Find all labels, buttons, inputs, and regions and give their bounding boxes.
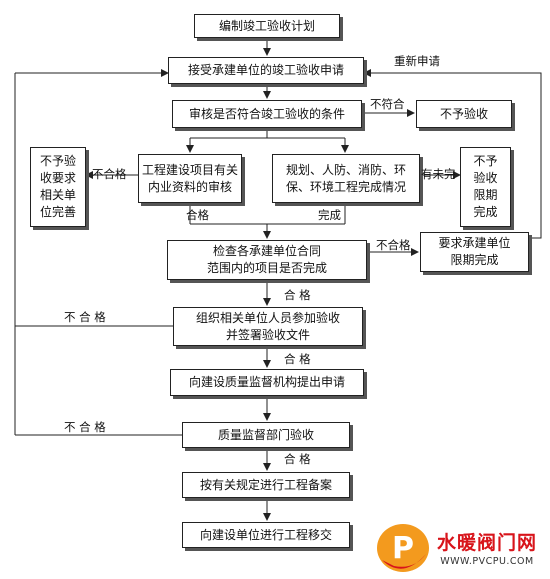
step-apply-supervision: 向建设质量监督机构提出申请	[170, 369, 364, 396]
step-record-filing: 按有关规定进行工程备案	[182, 472, 350, 498]
label-fail-quality: 不 合 格	[64, 420, 106, 434]
label-reapply: 重新申请	[394, 54, 440, 68]
step-reject: 不予验收	[416, 100, 512, 128]
step-organize-acceptance: 组织相关单位人员参加验收 并签署验收文件	[173, 307, 363, 346]
label-unfinished: 有未完	[421, 167, 456, 181]
step-deadline-completion: 不予 验收 限期 完成	[460, 147, 511, 227]
step-perfect-required: 不予验 收要求 相关单 位完善	[30, 147, 86, 227]
step-quality-acceptance: 质量监督部门验收	[182, 422, 350, 448]
label-complete-plans: 完成	[318, 208, 341, 222]
step-handover: 向建设单位进行工程移交	[182, 522, 350, 548]
step-plans-completion: 规划、人防、消防、环 保、环境工程完成情况	[272, 154, 420, 203]
label-fail-check: 不合格	[376, 238, 411, 252]
watermark-brand: 水暖阀门网	[436, 532, 537, 554]
step-plan: 编制竣工验收计划	[194, 14, 340, 38]
step-docs-review: 工程建设项目有关 内业资料的审核	[138, 154, 242, 203]
label-pass-organize: 合 格	[284, 352, 311, 366]
step-require-completion: 要求承建单位 限期完成	[420, 232, 529, 272]
label-pass-quality: 合 格	[284, 452, 311, 466]
label-pass-check: 合 格	[284, 288, 311, 302]
step-check-contract: 检查各承建单位合同 范围内的项目是否完成	[167, 240, 367, 280]
step-review-conditions: 审核是否符合竣工验收的条件	[172, 100, 362, 128]
watermark-logo-icon: P	[374, 520, 432, 575]
label-noncompliant: 不符合	[370, 97, 405, 111]
label-pass-docs: 合格	[186, 208, 209, 222]
svg-text:P: P	[392, 531, 414, 566]
step-accept-application: 接受承建单位的竣工验收申请	[168, 57, 364, 84]
label-fail-left: 不合格	[92, 167, 127, 181]
watermark-url: WWW.PVCPU.COM	[440, 556, 534, 567]
label-fail-organize: 不 合 格	[64, 310, 106, 324]
